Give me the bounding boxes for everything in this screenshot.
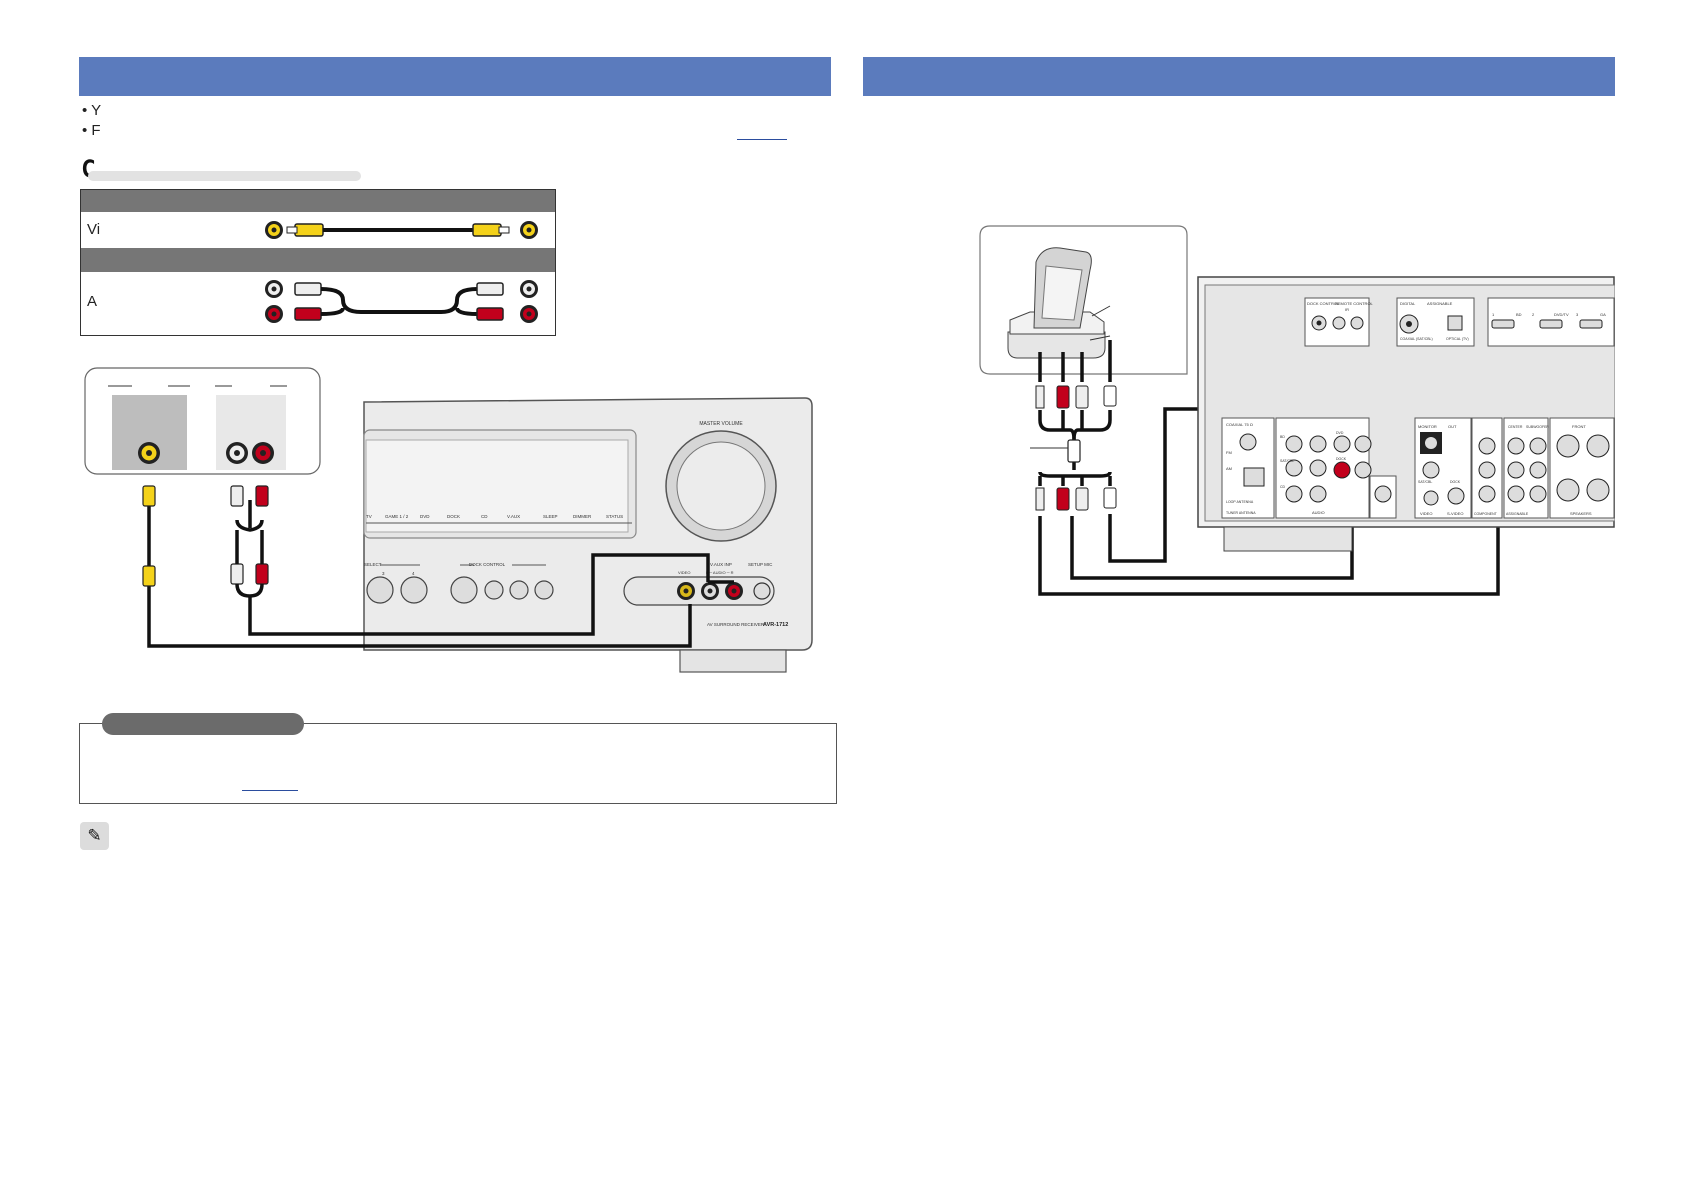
svg-text:3: 3 [1576,312,1579,317]
svg-text:V.AUX: V.AUX [507,514,520,519]
svg-text:CD: CD [1280,485,1286,489]
svg-text:MONITOR: MONITOR [1418,424,1437,429]
quick-select-3-button [366,576,394,604]
cables-heading-bar [88,171,361,181]
svg-text:AM: AM [1226,466,1232,471]
svg-text:DOCK: DOCK [1450,480,1461,484]
svg-text:OUT: OUT [1448,424,1457,429]
svg-text:ASSIGNABLE: ASSIGNABLE [1506,512,1529,516]
stop-button [484,580,504,600]
model-number: AVR-1712 [763,622,788,628]
aux-input-panel [623,576,775,606]
aux-video-label: VIDEO [678,570,690,575]
aux-audio-label: L ─ AUDIO ─ R [706,570,734,575]
svg-text:4: 4 [412,571,415,576]
svg-text:CD: CD [481,514,488,519]
svg-text:GAME 1 / 2: GAME 1 / 2 [385,514,409,519]
svg-text:FRONT: FRONT [1572,424,1586,429]
svg-text:COAXIAL 75 Ω: COAXIAL 75 Ω [1226,422,1253,427]
page-reference-link[interactable] [737,139,787,140]
svg-text:VIDEO: VIDEO [1420,511,1432,516]
audio-cable-header [81,248,555,272]
quick-select-4-button [400,576,428,604]
aux-input-label: V.AUX INP [710,562,732,567]
quick-select-label: SELECT [364,562,382,567]
svg-text:COMPONENT: COMPONENT [1474,512,1498,516]
video-cable-label: Vi [87,221,101,238]
audio-jacks [1285,435,1372,503]
skip-forward-button [534,580,554,600]
svg-text:TV: TV [366,514,372,519]
svg-text:DOCK: DOCK [447,514,460,519]
svg-text:DVD: DVD [1336,431,1344,435]
svg-text:3: 3 [382,571,385,576]
video-cable-header [81,190,555,212]
audio-out-panel [216,395,286,470]
svg-text:S-VIDEO: S-VIDEO [1447,511,1463,516]
bullet-item-1: • Y [82,102,102,119]
svg-text:REMOTE CONTROL: REMOTE CONTROL [1335,301,1374,306]
svg-text:BD: BD [1516,312,1522,317]
svg-text:DOCK: DOCK [1336,457,1347,461]
svg-text:IR: IR [1345,307,1349,312]
receiver-text: AV SURROUND RECEIVER [707,622,765,627]
svg-text:TUNER ANTENNA: TUNER ANTENNA [1226,511,1256,515]
svg-text:COAXIAL (SAT/CBL): COAXIAL (SAT/CBL) [1400,337,1433,341]
svg-text:GA: GA [1600,312,1606,317]
svg-text:2: 2 [1532,312,1535,317]
svg-text:DOCK CONTROL: DOCK CONTROL [1307,301,1340,306]
svg-text:ASSIGNABLE: ASSIGNABLE [1427,301,1453,306]
svg-text:DVD: DVD [420,514,430,519]
svg-text:STATUS: STATUS [606,514,623,519]
svg-text:CENTER: CENTER [1508,425,1523,429]
svg-text:OPTICAL (TV): OPTICAL (TV) [1446,337,1469,341]
svg-text:1: 1 [1492,312,1495,317]
svg-text:BD: BD [1280,435,1285,439]
svg-text:DIMMER: DIMMER [573,514,592,519]
svg-text:LOOP ANTENNA: LOOP ANTENNA [1226,500,1254,504]
bullet-item-2: • F [82,122,101,139]
speaker-module [1549,417,1615,519]
note-box [79,723,837,804]
section-header-right [863,57,1615,96]
cable-table: Vi A [80,189,556,336]
svg-text:SLEEP: SLEEP [543,514,558,519]
cable-plugs [142,485,269,598]
dock-plugs [1035,385,1117,511]
ipod-play-button [450,576,478,604]
svg-text:SUBWOOFER: SUBWOOFER [1526,425,1549,429]
section-header-left [79,57,831,96]
audio-cable-label: A [87,293,98,310]
video-cable-icon [265,221,538,239]
svg-text:AUDIO: AUDIO [1312,510,1325,515]
display-button-labels: TV GAME 1 / 2 DVD DOCK CD V.AUX SLEEP DI… [366,514,623,519]
rear-panel-diagram: DOCK CONTROL REMOTE CONTROL IR DIGITAL A… [979,225,1615,596]
note-heading-pill [102,713,304,735]
pencil-icon: ✎ [80,822,109,850]
skip-back-button [509,580,529,600]
cable-illustrations [265,221,538,323]
master-volume-label: MASTER VOLUME [699,421,743,427]
note-page-link[interactable] [242,790,298,791]
audio-cable-icon [265,280,538,323]
svg-text:SAT/CBL: SAT/CBL [1418,480,1432,484]
svg-text:SPEAKERS: SPEAKERS [1570,511,1592,516]
svg-text:DIGITAL: DIGITAL [1400,301,1416,306]
front-panel-diagram: MASTER VOLUME TV GAME 1 / 2 DVD DOCK CD … [84,367,813,673]
cable-ferrite [1067,439,1081,463]
setup-mic-label: SETUP MIC [748,562,773,567]
svg-text:SAT/CBL: SAT/CBL [1280,459,1294,463]
ipod-dock [1007,247,1106,359]
svg-text:DVD/TV: DVD/TV [1554,312,1569,317]
dock-control-label: DOCK CONTROL [469,562,506,567]
svg-text:FM: FM [1226,450,1232,455]
